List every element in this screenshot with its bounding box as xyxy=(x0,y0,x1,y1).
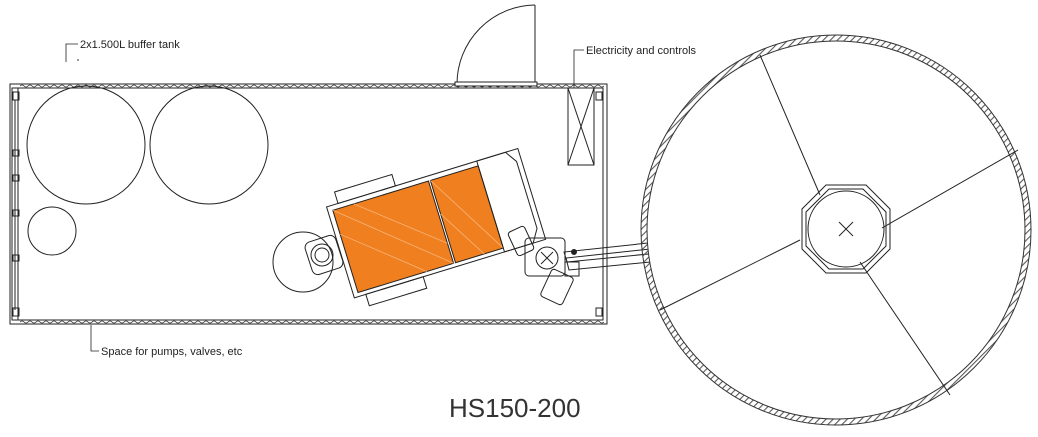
door-swing xyxy=(454,4,538,87)
dot-mark xyxy=(77,59,79,61)
electrical-cabinet xyxy=(567,87,595,166)
fuel-silo xyxy=(640,34,1032,426)
feed-mechanism xyxy=(507,225,580,306)
buffer-tank-2 xyxy=(149,85,269,205)
wall-corrugation xyxy=(19,320,605,324)
boiler xyxy=(325,147,547,307)
burner-unit xyxy=(272,231,344,293)
leader-lines xyxy=(65,43,584,352)
container-corrugation xyxy=(19,84,605,324)
buffer-tank-1 xyxy=(26,85,146,205)
wall-corrugation xyxy=(19,84,605,88)
electricity-label: Electricity and controls xyxy=(586,45,697,57)
model-label: HS150-200 xyxy=(449,393,581,423)
buffer-tank-label: 2x1.500L buffer tank xyxy=(80,39,180,51)
space-label: Space for pumps, valves, etc xyxy=(101,346,243,358)
small-tank xyxy=(27,206,77,256)
container-outline xyxy=(9,83,608,325)
